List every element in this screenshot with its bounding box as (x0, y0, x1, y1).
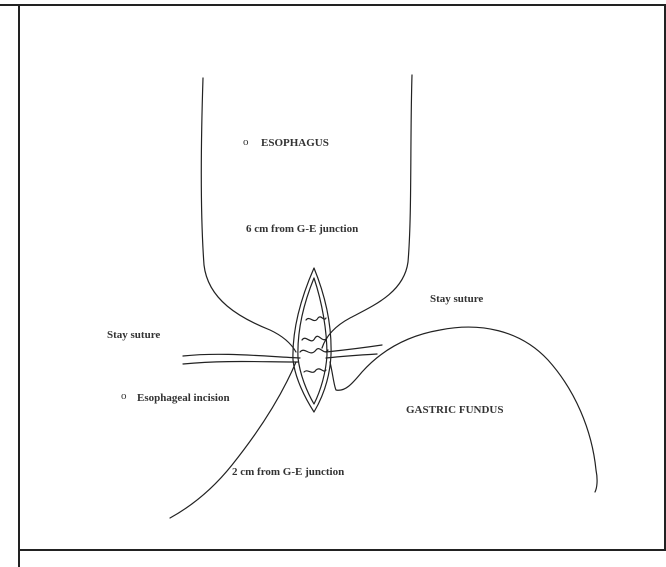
stay-suture-right-label: Stay suture (430, 293, 483, 305)
two-cm-label: 2 cm from G-E junction (232, 466, 344, 478)
incision-mucosa-4 (304, 369, 326, 372)
esophagus-left-wall (201, 78, 296, 352)
stay-suture-left-thread-1 (183, 354, 300, 358)
six-cm-label: 6 cm from G-E junction (246, 223, 358, 235)
stay-suture-right-thread-1 (326, 345, 382, 352)
incision-bullet: o (121, 390, 127, 402)
gastric-fundus-label: GASTRIC FUNDUS (406, 404, 504, 416)
stay-suture-left-thread-2 (183, 362, 298, 365)
esophageal-incision-label: Esophageal incision (137, 392, 230, 404)
stay-suture-right-thread-2 (326, 354, 377, 358)
esophagus-label: ESOPHAGUS (261, 137, 329, 149)
incision-mucosa-1 (306, 317, 326, 321)
stay-suture-left-label: Stay suture (107, 329, 160, 341)
incision-mucosa-2 (302, 336, 327, 341)
lower-left-contour (170, 362, 296, 518)
incision-mucosa-3 (300, 349, 328, 353)
esophagus-bullet: o (243, 136, 249, 148)
esophagus-right-wall (322, 75, 412, 348)
